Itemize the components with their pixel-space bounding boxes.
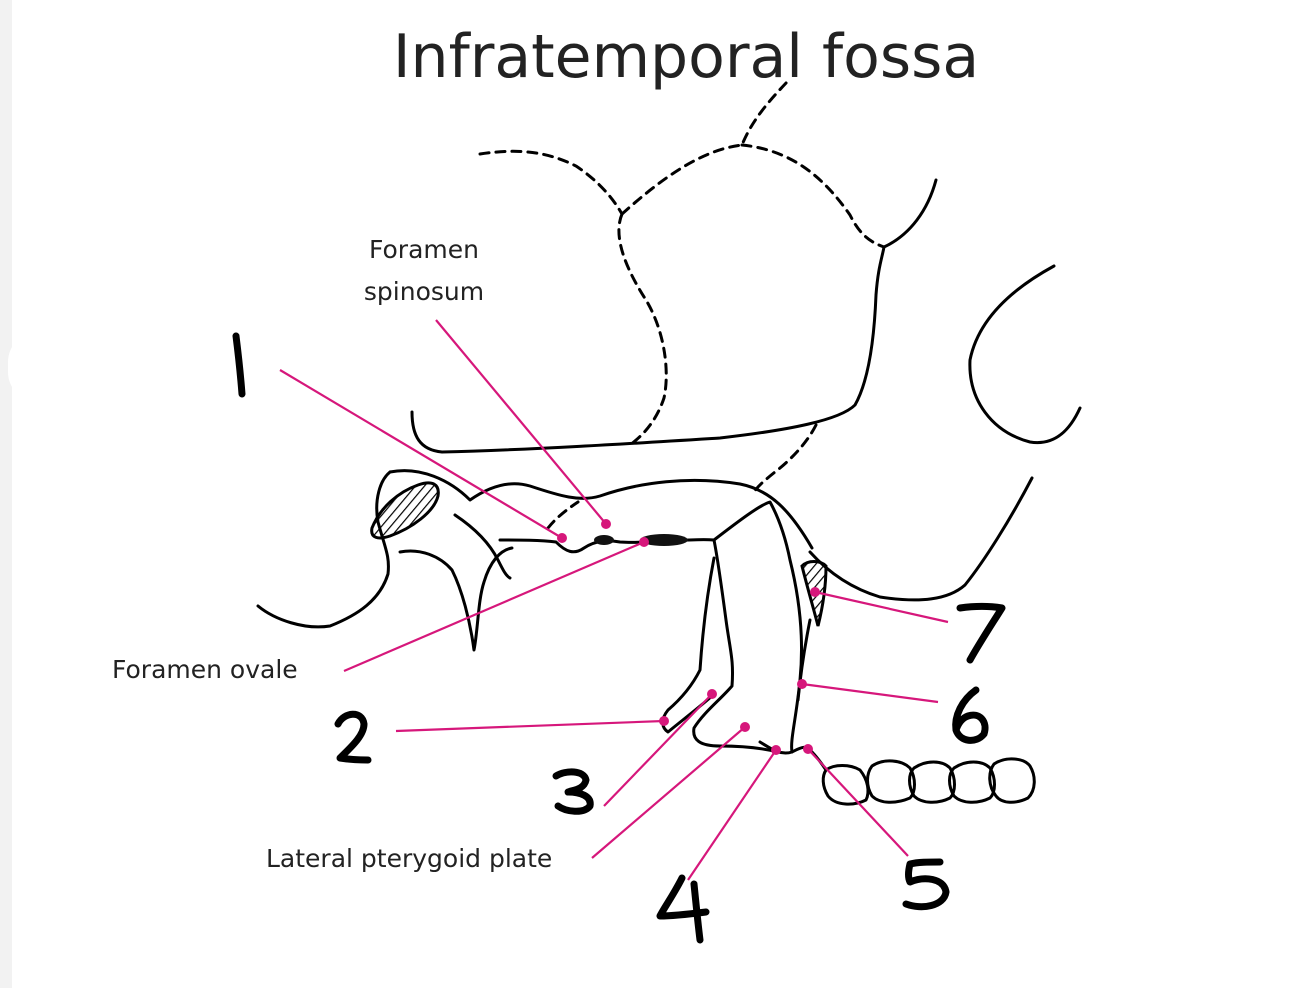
tooth-2 [866,759,916,804]
dot-4 [771,745,781,755]
styloid-process [398,546,514,652]
marker-4: 4 [656,874,710,944]
suture-spine [546,500,580,530]
marker-5: 5 [902,858,950,911]
foramen-spinosum-hole [594,535,614,545]
tooth-5 [988,757,1036,804]
suture-right [740,143,886,249]
marker-1-glyph [232,332,246,398]
skull-outline [256,80,1082,806]
dot-2 [659,716,669,726]
marker-3: 3 [552,768,594,815]
zygomatic-arch [410,178,938,454]
leader-lateral-pterygoid-plate [591,726,746,859]
leader-foramen-ovale [343,540,645,673]
pterygomaxillary-fissure [796,618,812,702]
label-foramen-ovale: Foramen ovale [112,655,298,684]
tooth-3 [908,760,956,804]
mastoid-notch [453,513,512,580]
articular-tubercle [256,470,392,629]
side-tab [8,332,68,402]
label-foramen-spinosum-line2: spinosum [364,277,484,306]
leader-7 [814,590,949,624]
maxilla-outline [808,476,1034,602]
leader-3 [603,693,713,807]
marker-6-glyph [952,686,989,744]
suture-top [620,80,789,216]
leader-lines [279,319,949,881]
marker-5-glyph [902,858,950,911]
marker-3-glyph [552,768,594,815]
marker-7: 7 [956,603,1006,664]
tooth-1 [821,764,870,806]
medial-pterygoid-plate [661,556,716,734]
leader-4 [687,749,777,881]
pterygoid-process-lateral [692,538,780,754]
orbit-rim [968,264,1082,445]
suture-vertical [617,212,668,447]
marker-1: 1 [232,332,246,398]
dot-foramen-spinosum [601,519,611,529]
dot-lateral-pterygoid-plate [740,722,750,732]
marker-2: 2 [334,710,372,764]
marker-4-glyph [656,874,710,944]
teeth [810,750,1036,806]
label-lateral-pterygoid-plate: Lateral pterygoid plate [266,844,552,873]
tooth-4 [948,760,996,804]
leader-6 [801,682,939,704]
cranial-base [388,469,814,550]
cut-surface-left [370,481,440,540]
marker-7-glyph [956,603,1006,664]
leader-1 [279,369,563,539]
foramen-ovale-hole [640,534,688,546]
slide-title: Infratemporal fossa [392,22,980,92]
leader-5 [807,748,909,857]
label-foramen-spinosum-line1: Foramen [369,235,479,264]
dot-7 [810,587,820,597]
suture-lower [752,423,818,494]
dot-foramen-ovale [639,537,649,547]
leader-2 [395,719,665,733]
pterygoid-process-body [712,500,804,754]
dot-5 [803,744,813,754]
window-edge-strip [0,0,12,988]
dot-3 [707,689,717,699]
marker-6: 6 [952,686,989,744]
dot-1 [557,533,567,543]
dot-6 [797,679,807,689]
leader-foramen-spinosum [435,319,607,525]
marker-2-glyph [334,710,372,764]
suture-upper-left [478,149,624,216]
